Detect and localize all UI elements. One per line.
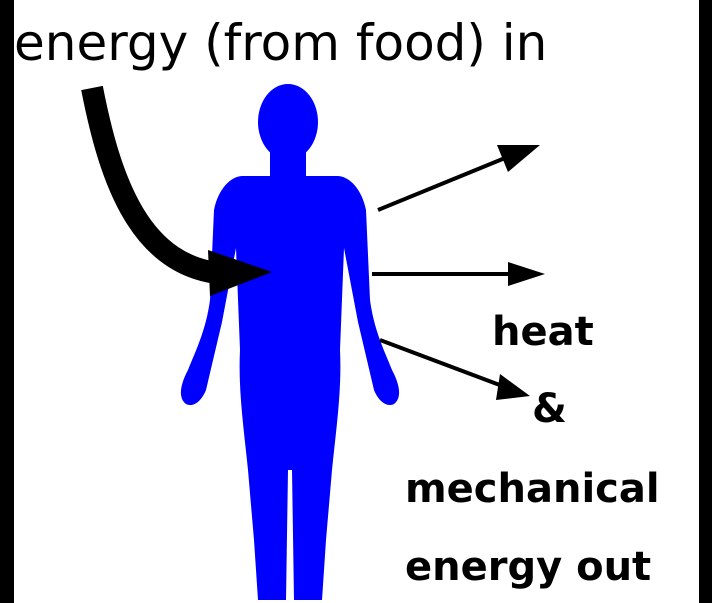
human-body-figure <box>181 84 399 600</box>
energy-in-arrow <box>92 88 228 274</box>
output-arrow-lower <box>380 340 505 387</box>
figure-head <box>258 84 318 160</box>
output-arrow-middle-head <box>508 262 545 286</box>
output-arrow-upper-head <box>497 145 540 172</box>
title-text: energy (from food) in <box>14 14 547 72</box>
figure-body <box>181 176 399 600</box>
mechanical-label: mechanical <box>405 466 660 512</box>
ampersand-label: & <box>532 386 567 432</box>
output-arrow-upper <box>378 158 505 210</box>
energy-out-label: energy out <box>405 544 651 590</box>
figure-neck <box>270 150 306 178</box>
output-arrow-lower-head <box>496 374 530 400</box>
heat-label: heat <box>492 309 594 355</box>
